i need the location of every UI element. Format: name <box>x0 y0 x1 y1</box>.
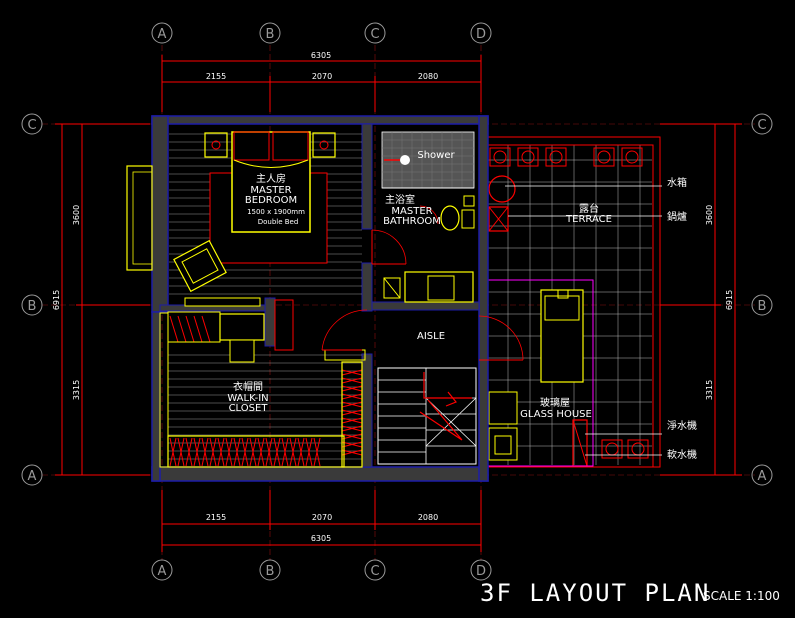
master-bedroom <box>126 131 362 307</box>
bedroom-label-zh: 主人房 <box>256 172 286 185</box>
walls <box>151 115 489 482</box>
grid-bubbles-left <box>21 113 43 486</box>
terrace-area <box>486 136 661 468</box>
bed-size-label: 1500 x 1900mm <box>247 208 305 216</box>
grid-bubble-bottom-d: D <box>476 564 486 579</box>
grid-bubble-right-c: C <box>757 118 766 133</box>
callout-leaders <box>505 185 662 456</box>
grid-bubbles-bottom <box>151 559 492 581</box>
bedroom-label-en2: BEDROOM <box>245 195 297 206</box>
callout-water-softener: 軟水機 <box>667 448 697 461</box>
grid-bubble-right-a: A <box>758 469 767 484</box>
bathroom-label-zh: 主浴室 <box>385 193 415 206</box>
grid-bubble-top-d: D <box>476 27 486 42</box>
bathroom-label-en2: BATHROOM <box>383 216 441 227</box>
glass-house-label-zh: 玻璃屋 <box>540 396 570 409</box>
dim-left-total: 6915 <box>52 290 61 310</box>
glass-house-label-en: GLASS HOUSE <box>520 409 592 420</box>
dimension-lines-bottom <box>161 490 482 552</box>
closet-label-en2: CLOSET <box>229 403 269 414</box>
grid-bubbles-right <box>751 113 773 486</box>
callout-water-purifier: 淨水機 <box>667 419 697 432</box>
closet-label-zh: 衣帽間 <box>233 380 263 393</box>
bathroom-label-en1: MASTER <box>391 206 432 217</box>
grid-bubble-bottom-c: C <box>370 564 379 579</box>
callout-boiler: 鍋爐 <box>667 210 687 223</box>
dim-right-seg-1: 3600 <box>705 205 714 225</box>
grid-bubble-top-b: B <box>266 27 275 42</box>
grid-bubble-bottom-a: A <box>158 564 167 579</box>
grid-bubble-left-b: B <box>28 299 37 314</box>
bed-type-label: Double Bed <box>258 218 299 226</box>
dim-bottom-seg-2: 2070 <box>312 513 332 522</box>
grid-bubble-top-a: A <box>158 27 167 42</box>
grid-bubble-right-b: B <box>758 299 767 314</box>
aisle-and-stairs <box>321 309 524 465</box>
dim-bottom-total: 6305 <box>311 534 331 543</box>
grid-bubble-top-c: C <box>370 27 379 42</box>
dim-top-seg-1: 2155 <box>206 72 226 81</box>
dimension-lines-right <box>660 123 742 476</box>
dim-left-seg-2: 3315 <box>72 380 81 400</box>
dim-right-total: 6915 <box>725 290 734 310</box>
terrace-label-en: TERRACE <box>565 214 612 225</box>
grid-bubble-left-c: C <box>27 118 36 133</box>
grid-bubble-bottom-b: B <box>266 564 275 579</box>
walk-in-closet <box>159 299 366 468</box>
terrace-label-zh: 露台 <box>579 202 599 215</box>
callout-water-tank: 水箱 <box>667 176 687 189</box>
grid-bubbles-top <box>151 22 492 44</box>
dim-bottom-seg-1: 2155 <box>206 513 226 522</box>
master-bathroom <box>371 131 475 303</box>
shower-label: Shower <box>417 150 455 161</box>
dim-top-total: 6305 <box>311 51 331 60</box>
dim-top-seg-2: 2070 <box>312 72 332 81</box>
dim-right-seg-2: 3315 <box>705 380 714 400</box>
grid-bubble-left-a: A <box>28 469 37 484</box>
aisle-label: AISLE <box>417 331 445 342</box>
dimension-lines-top <box>161 55 482 112</box>
bedroom-label-en1: MASTER <box>250 185 291 196</box>
dimension-lines-left <box>55 123 150 476</box>
dim-left-seg-1: 3600 <box>72 205 81 225</box>
closet-label-en1: WALK-IN <box>227 393 268 404</box>
dim-bottom-seg-3: 2080 <box>418 513 438 522</box>
dim-top-seg-3: 2080 <box>418 72 438 81</box>
drawing-scale: SCALE 1:100 <box>703 589 780 603</box>
drawing-title: 3F LAYOUT PLAN <box>480 579 710 607</box>
